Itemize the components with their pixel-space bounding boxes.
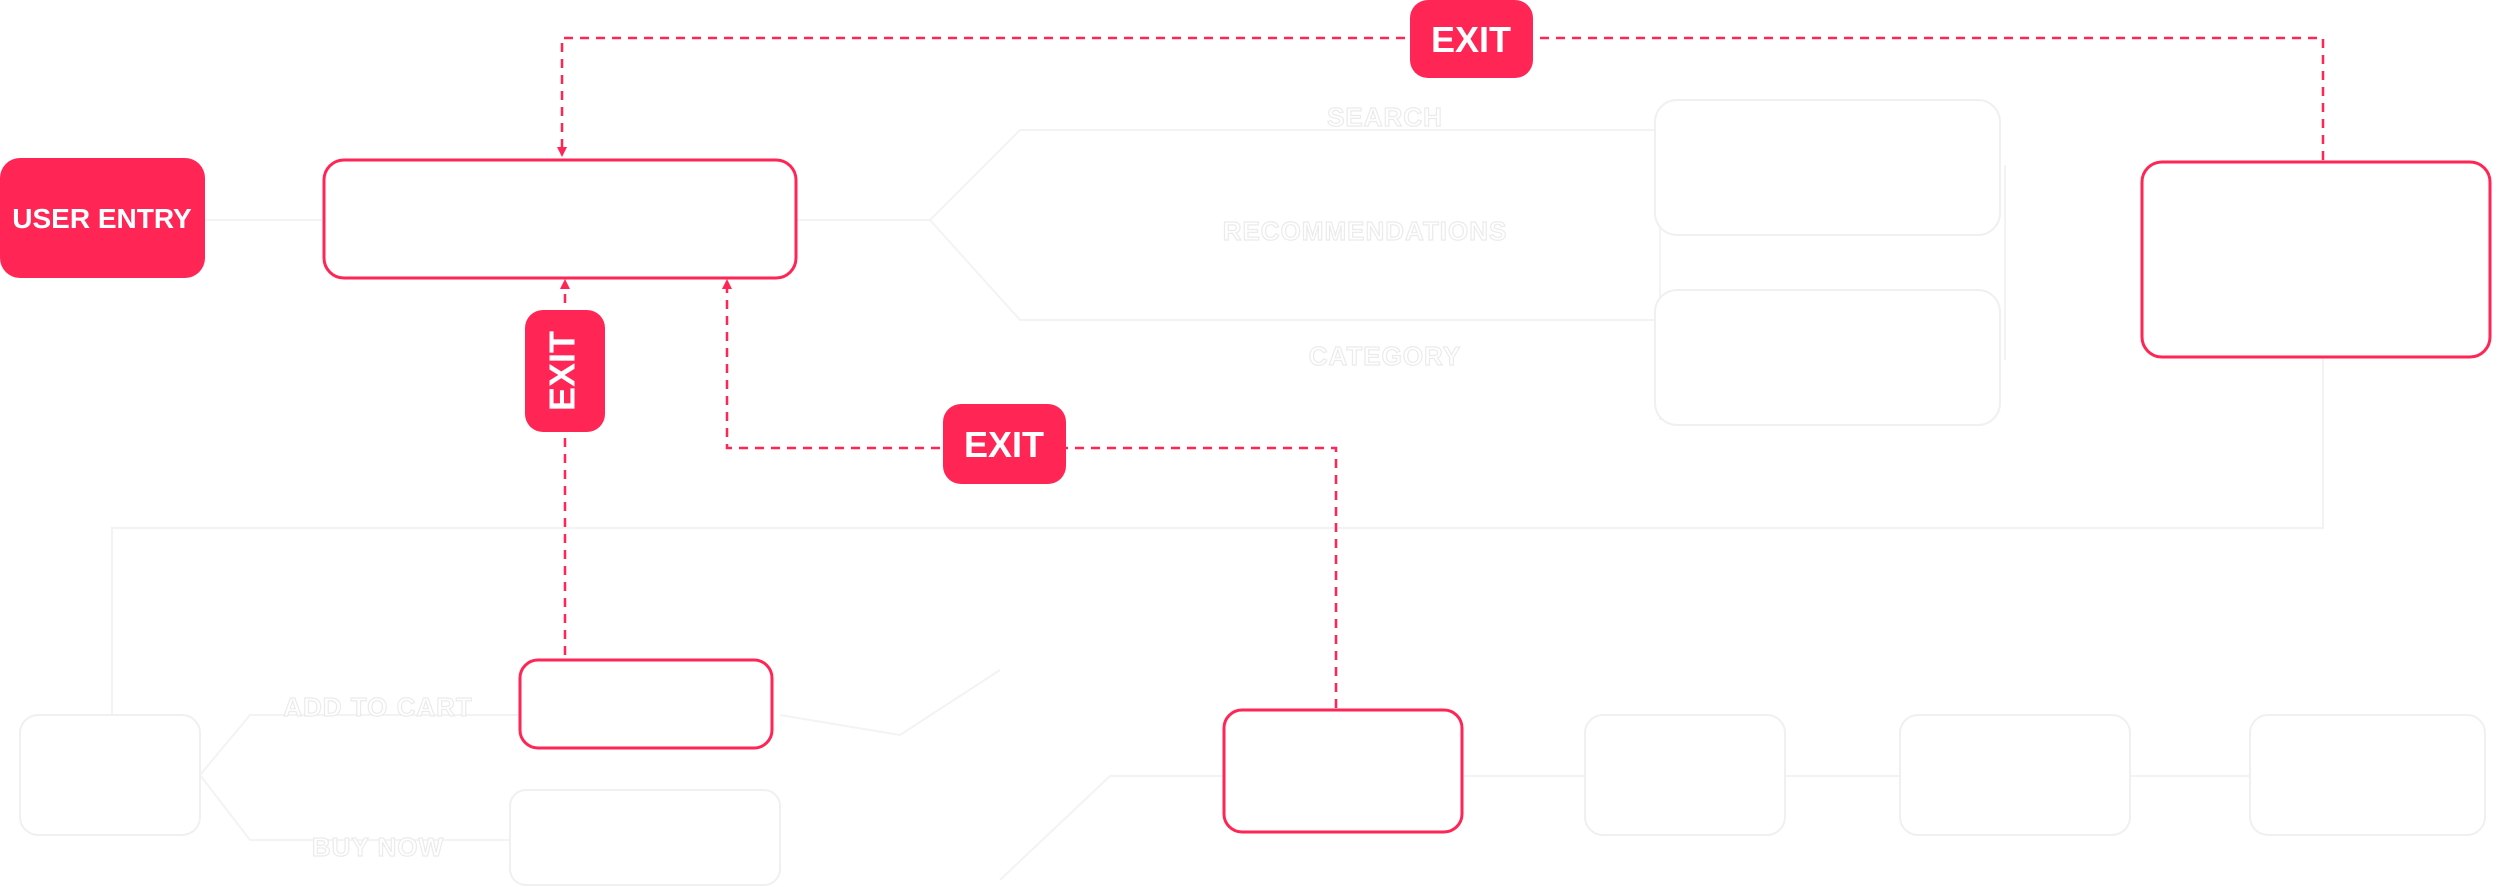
user-entry-badge: USER ENTRY — [0, 158, 205, 278]
dashed-exit-connectors — [557, 36, 2325, 708]
cart-node — [518, 658, 774, 750]
ghost-label-search: SEARCH — [1327, 102, 1443, 132]
exit-top-connector — [557, 36, 2325, 160]
outlined-nodes — [322, 158, 2492, 834]
ghost-box-add-to-cart-left — [19, 714, 201, 836]
ghost-labels: SEARCH RECOMMENDATIONS CATEGORY ADD TO C… — [283, 101, 1508, 862]
exit-badge-middle: EXIT — [943, 404, 1066, 484]
ghost-label-category: CATEGORY — [1309, 341, 1461, 371]
ghost-box-category — [1654, 289, 2001, 426]
discovery-node — [322, 158, 798, 280]
ghost-box-buy-now — [509, 789, 781, 886]
exit-label-top: EXIT — [1431, 19, 1511, 60]
ghost-box-right-2 — [1899, 714, 2131, 836]
product-detail-node — [2140, 160, 2492, 359]
ghost-box-search — [1654, 99, 2001, 236]
exit-badge-left: EXIT — [525, 310, 605, 432]
ghost-box-right-3 — [2249, 714, 2486, 836]
ghost-box-right-1 — [1584, 714, 1786, 836]
exit-label-left: EXIT — [542, 331, 583, 411]
ghost-label-buy-now: BUY NOW — [312, 832, 444, 862]
exit-badge-top: EXIT — [1410, 0, 1533, 78]
ghost-label-add-to-cart: ADD TO CART — [283, 692, 473, 722]
ghost-label-recommendations: RECOMMENDATIONS — [1223, 216, 1508, 246]
exit-label-middle: EXIT — [964, 424, 1044, 465]
faint-connectors — [111, 129, 2324, 881]
exit-middle-connector — [722, 279, 1338, 708]
ghost-boxes — [19, 99, 2486, 886]
user-entry-label: USER ENTRY — [12, 203, 192, 234]
checkout-node — [1222, 708, 1464, 834]
